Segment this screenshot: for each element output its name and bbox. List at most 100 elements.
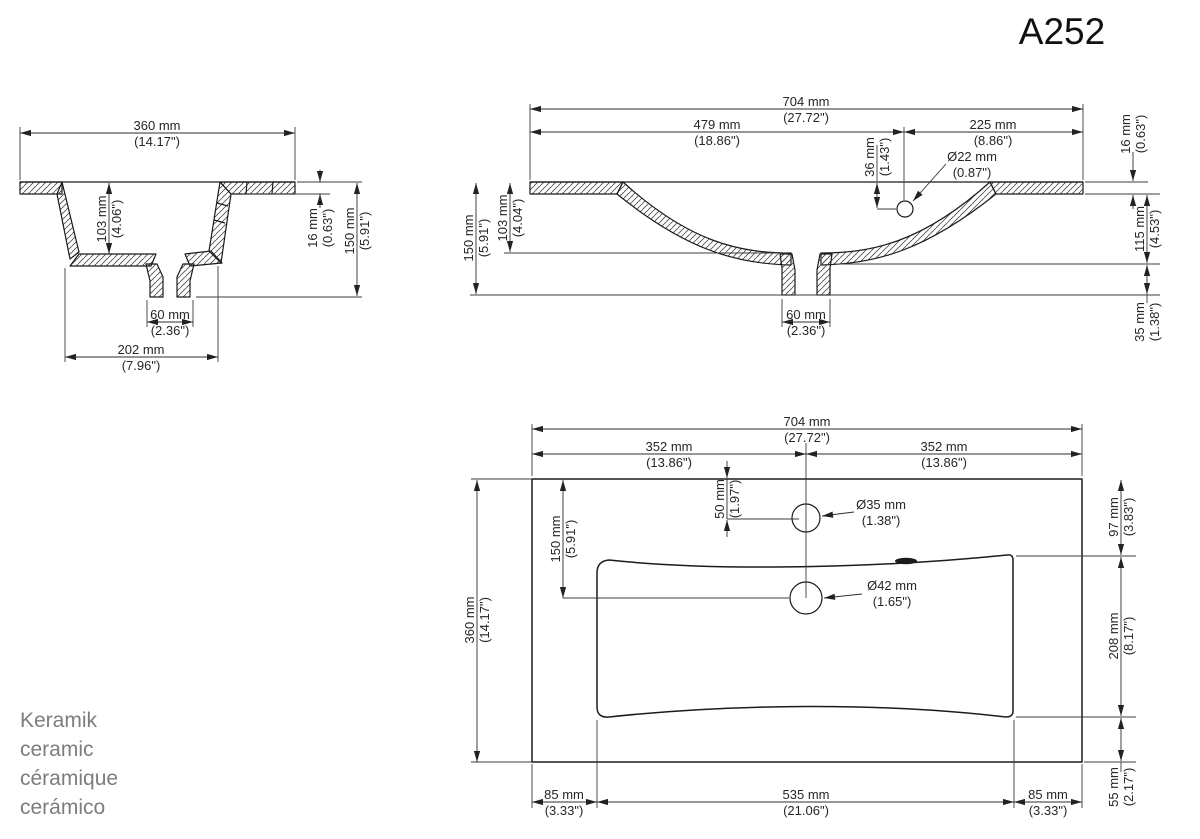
dim-label-inch: (21.06") bbox=[783, 803, 829, 818]
dim-plan-drain-diameter: Ø42 mm (1.65") bbox=[823, 578, 917, 609]
dim-label: 208 mm bbox=[1106, 613, 1121, 660]
dim-label: 150 mm bbox=[342, 208, 357, 255]
plan-view-geometry bbox=[531, 443, 1083, 763]
dim-plan-basin-depth: 208 mm (8.17") bbox=[1106, 557, 1136, 716]
dim-label: 360 mm bbox=[134, 118, 181, 133]
dim-label: 85 mm bbox=[544, 787, 584, 802]
plan-outer-outline bbox=[531, 478, 1083, 763]
dim-label-inch: (4.53") bbox=[1147, 210, 1162, 249]
dim-front-body-depth: 115 mm (4.53") bbox=[1132, 195, 1162, 263]
front-bowl-right bbox=[820, 181, 997, 266]
dim-plan-top-margin: 97 mm (3.83") bbox=[1106, 480, 1136, 555]
front-view-geometry bbox=[529, 181, 1084, 296]
dim-label-inch: (2.36") bbox=[787, 323, 826, 338]
front-deck-right bbox=[989, 181, 1084, 195]
plan-overflow-slot bbox=[895, 557, 917, 565]
dim-label-inch: (2.36") bbox=[151, 323, 190, 338]
dim-side-basin-depth: 103 mm (4.06") bbox=[94, 183, 124, 254]
material-label-fr: céramique bbox=[20, 767, 118, 790]
side-section-view: 360 mm (14.17") 103 mm (4.06") 16 mm (0.… bbox=[19, 118, 372, 373]
dim-side-overall-width: 360 mm (14.17") bbox=[20, 118, 295, 149]
dim-front-left-to-hole: 479 mm (18.86") bbox=[530, 117, 904, 148]
side-wall-right bbox=[208, 181, 232, 264]
dim-label: 150 mm bbox=[548, 516, 563, 563]
dim-front-drain-height: 35 mm (1.38") bbox=[1132, 265, 1162, 342]
material-label-en: ceramic bbox=[20, 738, 94, 761]
dim-label-inch: (0.63") bbox=[1133, 115, 1148, 154]
dim-label-inch: (1.38") bbox=[1147, 303, 1162, 342]
dim-label-inch: (5.91") bbox=[357, 212, 372, 251]
dim-label-inch: (2.17") bbox=[1121, 768, 1136, 807]
dim-label: 479 mm bbox=[694, 117, 741, 132]
dim-label-inch: (3.33") bbox=[1029, 803, 1068, 818]
dim-label-inch: (18.86") bbox=[694, 133, 740, 148]
dim-label: 535 mm bbox=[783, 787, 830, 802]
dim-side-rim-thickness: 16 mm (0.63") bbox=[305, 170, 335, 248]
dim-label: 202 mm bbox=[118, 342, 165, 357]
dim-side-drain-width: 60 mm (2.36") bbox=[147, 307, 193, 338]
dim-label: 60 mm bbox=[150, 307, 190, 322]
dim-plan-overall-width: 704 mm (27.72") bbox=[532, 414, 1082, 445]
plan-view: 704 mm (27.72") 352 mm (13.86") 352 mm (… bbox=[462, 414, 1136, 818]
dim-label: 360 mm bbox=[462, 597, 477, 644]
dim-front-basin-depth: 103 mm (4.04") bbox=[495, 183, 525, 252]
dim-label: 225 mm bbox=[970, 117, 1017, 132]
dim-label-inch: (27.72") bbox=[784, 430, 830, 445]
dim-label-inch: (1.43") bbox=[877, 138, 892, 177]
dim-label: 85 mm bbox=[1028, 787, 1068, 802]
dim-plan-edge-left: 85 mm (3.33") bbox=[532, 787, 597, 818]
dim-front-hole-diameter: Ø22 mm (0.87") bbox=[912, 149, 997, 202]
dim-plan-bottom-margin: 55 mm (2.17") bbox=[1106, 718, 1136, 807]
front-section-view: 704 mm (27.72") 479 mm (18.86") 225 mm (… bbox=[461, 94, 1162, 342]
dim-label-inch: (0.87") bbox=[953, 165, 992, 180]
dim-plan-faucet-diameter: Ø35 mm (1.38") bbox=[821, 497, 906, 528]
dim-label: 97 mm bbox=[1106, 497, 1121, 537]
front-deck-left bbox=[529, 181, 624, 195]
dim-label-inch: (27.72") bbox=[783, 110, 829, 125]
dim-side-overall-height: 150 mm (5.91") bbox=[342, 183, 372, 296]
dim-label: 103 mm bbox=[94, 196, 109, 243]
dim-plan-half-right: 352 mm (13.86") bbox=[806, 439, 1082, 470]
side-view-geometry bbox=[19, 181, 296, 298]
dim-label: 36 mm bbox=[862, 137, 877, 177]
dim-label-inch: (7.96") bbox=[122, 358, 161, 373]
dim-front-rim-thickness: 16 mm (0.63") bbox=[1118, 114, 1148, 209]
dim-label-inch: (13.86") bbox=[921, 455, 967, 470]
dim-front-hole-to-right: 225 mm (8.86") bbox=[904, 117, 1083, 148]
dim-label-inch: (0.63") bbox=[320, 209, 335, 248]
dim-label-inch: (1.97") bbox=[727, 480, 742, 519]
material-label-de: Keramik bbox=[20, 709, 98, 732]
plan-basin-outline bbox=[596, 554, 1014, 718]
side-bottom-left bbox=[69, 253, 157, 267]
dim-label: 115 mm bbox=[1132, 206, 1147, 252]
dim-label-inch: (3.83") bbox=[1121, 498, 1136, 537]
dim-plan-faucet-offset: 50 mm (1.97") bbox=[712, 461, 742, 537]
dim-label: 704 mm bbox=[783, 94, 830, 109]
front-view-extension-lines bbox=[470, 104, 1160, 327]
dim-label: 35 mm bbox=[1132, 302, 1147, 342]
dim-front-overall-width: 704 mm (27.72") bbox=[530, 94, 1083, 125]
dim-label-inch: (4.04") bbox=[510, 199, 525, 238]
dim-plan-basin-width: 535 mm (21.06") bbox=[597, 787, 1014, 818]
dim-front-hole-offset: 36 mm (1.43") bbox=[862, 137, 892, 208]
front-drain-left bbox=[779, 253, 796, 296]
dim-label: Ø22 mm bbox=[947, 149, 997, 164]
dim-label: 16 mm bbox=[1118, 114, 1133, 154]
dim-label: 60 mm bbox=[786, 307, 826, 322]
material-label-es: cerámico bbox=[20, 796, 105, 819]
dim-label-inch: (1.65") bbox=[873, 594, 912, 609]
dim-label-inch: (13.86") bbox=[646, 455, 692, 470]
plan-view-extension-lines bbox=[471, 424, 1136, 808]
front-faucet-hole bbox=[896, 200, 914, 218]
model-number-title: A252 bbox=[1019, 11, 1105, 52]
dim-label-inch: (4.06") bbox=[109, 200, 124, 239]
dim-label: 150 mm bbox=[461, 215, 476, 262]
dim-label-inch: (14.17") bbox=[477, 597, 492, 643]
dim-label-inch: (1.38") bbox=[862, 513, 901, 528]
dim-label: 352 mm bbox=[646, 439, 693, 454]
dim-label: 704 mm bbox=[784, 414, 831, 429]
side-wall-left bbox=[56, 181, 80, 260]
side-drain-left bbox=[145, 263, 164, 298]
